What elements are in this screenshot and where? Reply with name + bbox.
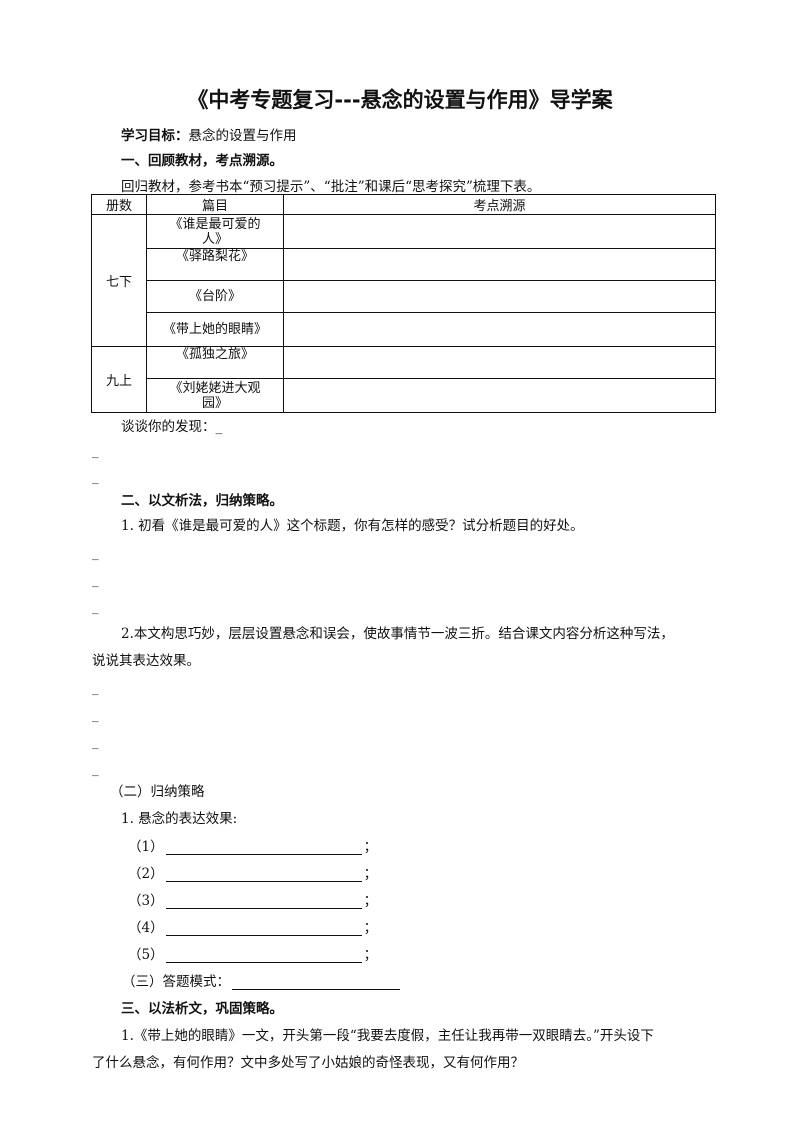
- effect-item-3: （3）；: [128, 893, 378, 909]
- effect-item-2: （2）；: [128, 866, 378, 882]
- table-row: 《刘姥姥进大观园》: [92, 378, 716, 413]
- table-row: 《驿路梨花》: [92, 248, 716, 281]
- review-table: 册数 篇目 考点溯源 七下 《谁是最可爱的人》 《驿路梨花》 《台阶》 《带上她…: [91, 194, 716, 413]
- table-cell-article: 《孤独之旅》: [146, 346, 284, 379]
- answer-line[interactable]: _: [92, 762, 99, 777]
- objective-text: 悬念的设置与作用: [188, 128, 297, 144]
- section2-question-2-line2: 说说其表达效果。: [92, 653, 200, 669]
- effect-blank[interactable]: [165, 921, 362, 936]
- section1-heading: 一、回顾教材，考点溯源。: [121, 153, 283, 169]
- effect-item-5: （5）；: [128, 947, 378, 963]
- effect-title: 1. 悬念的表达效果:: [121, 811, 238, 827]
- table-cell-answer[interactable]: [283, 378, 716, 413]
- table-header-row: 册数 篇目 考点溯源: [91, 194, 716, 215]
- effect-blank[interactable]: [165, 840, 362, 855]
- table-cell-answer[interactable]: [283, 312, 716, 347]
- answer-line[interactable]: _: [92, 708, 99, 723]
- table-row: 《带上她的眼睛》: [92, 312, 716, 347]
- section2-heading: 二、以文析法，归纳策略。: [121, 493, 283, 509]
- answer-line[interactable]: _: [92, 600, 99, 615]
- answer-pattern-label: （三）答题模式：: [122, 974, 230, 990]
- answer-line[interactable]: _: [92, 573, 99, 588]
- section3-heading: 三、以法析文，巩固策略。: [121, 1001, 283, 1017]
- section3-question-1-line2: 了什么悬念，有何作用？文中多处写了小姑娘的奇怪表现，又有何作用？: [92, 1055, 524, 1071]
- discovery-prompt[interactable]: 谈谈你的发现：_: [121, 419, 223, 435]
- table-row: 《台阶》: [92, 280, 716, 313]
- table-cell-article: 《驿路梨花》: [146, 248, 284, 281]
- answer-pattern-line: （三）答题模式：: [122, 970, 400, 990]
- table-cell-article: 《刘姥姥进大观园》: [146, 378, 284, 413]
- table-cell-answer[interactable]: [283, 280, 716, 313]
- table-cell-answer[interactable]: [283, 346, 716, 379]
- table-cell-answer[interactable]: [283, 214, 716, 249]
- table-cell-answer[interactable]: [283, 248, 716, 281]
- table-header-article: 篇目: [146, 194, 284, 215]
- section3-question-1-line1: 1.《带上她的眼睛》一文，开头第一段“我要去度假，主任让我再带一双眼睛去。”开头…: [121, 1028, 654, 1044]
- table-row: 七下 《谁是最可爱的人》: [91, 214, 716, 347]
- table-cell-article: 《带上她的眼睛》: [146, 312, 284, 347]
- table-cell-article: 《台阶》: [146, 280, 284, 313]
- section1-instruction: 回归教材，参考书本“预习提示”、“批注”和课后“思考探究”梳理下表。: [121, 179, 541, 195]
- effect-item-4: （4）；: [128, 920, 378, 936]
- table-header-volume: 册数: [91, 194, 147, 215]
- section2-sub2-title: （二）归纳策略: [110, 784, 205, 800]
- answer-line[interactable]: _: [92, 470, 99, 485]
- answer-line[interactable]: _: [92, 444, 99, 459]
- answer-line[interactable]: _: [92, 681, 99, 696]
- section2-question-1: 1. 初看《谁是最可爱的人》这个标题，你有怎样的感受？试分析题目的好处。: [121, 518, 584, 534]
- table-row: 九上 《孤独之旅》: [91, 346, 716, 413]
- table-cell-volume: 七下: [91, 214, 147, 347]
- objective-line: 学习目标：悬念的设置与作用: [121, 124, 297, 144]
- answer-line[interactable]: _: [92, 735, 99, 750]
- table-header-source: 考点溯源: [283, 194, 716, 215]
- effect-blank[interactable]: [165, 867, 362, 882]
- answer-line[interactable]: _: [92, 546, 99, 561]
- effect-blank[interactable]: [165, 894, 362, 909]
- answer-pattern-blank[interactable]: [232, 975, 400, 990]
- effect-item-1: （1）；: [128, 839, 378, 855]
- section2-question-2-line1: 2.本文构思巧妙，层层设置悬念和误会，使故事情节一波三折。结合课文内容分析这种写…: [121, 626, 674, 642]
- objective-label: 学习目标：: [121, 128, 189, 144]
- table-cell-article: 《谁是最可爱的人》: [146, 214, 284, 249]
- effect-blank[interactable]: [165, 948, 362, 963]
- page-title: 《中考专题复习---悬念的设置与作用》导学案: [187, 88, 613, 112]
- table-cell-volume: 九上: [91, 346, 147, 413]
